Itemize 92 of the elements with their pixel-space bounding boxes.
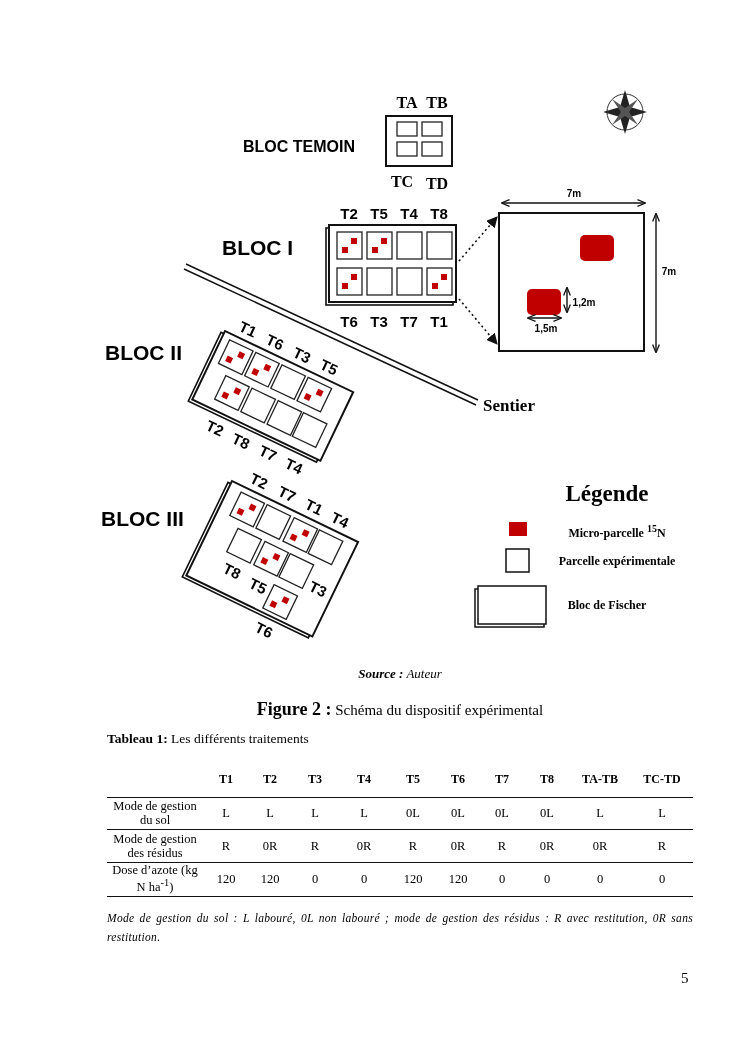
- table-value: 120: [216, 871, 236, 887]
- treatment-label: T2: [247, 470, 270, 492]
- legend-label: Micro-parcelle $^{15}$N: [568, 523, 666, 541]
- column-header: T5: [406, 773, 420, 787]
- treatment-label: T2: [204, 417, 227, 439]
- table-value: 0R: [356, 838, 372, 854]
- legend-title: Légende: [565, 481, 649, 508]
- column-header: T3: [308, 773, 322, 787]
- table-value: 120: [403, 871, 423, 887]
- block-title: BLOC I: [222, 237, 294, 258]
- source-note: Source : Auteur: [358, 667, 442, 682]
- column-header: T4: [357, 773, 371, 787]
- treatment-label: T1: [302, 496, 325, 518]
- treatment-label: T3: [291, 344, 314, 366]
- row-header: Mode de gestion des résidus: [112, 831, 198, 861]
- legend-label: Bloc de Fischer: [567, 598, 647, 613]
- row-header: Mode de gestion du sol: [112, 798, 198, 828]
- table-value: R: [408, 838, 418, 854]
- table-value: L: [360, 805, 368, 821]
- treatment-label: T7: [275, 483, 298, 505]
- column-header: TA-TB: [582, 773, 618, 787]
- treatment-label: T2: [340, 205, 358, 221]
- table-value: 0: [311, 871, 319, 887]
- treatment-label: TB: [426, 95, 448, 111]
- block-title: BLOC TEMOIN: [243, 139, 355, 155]
- table-footnote: Mode de gestion du sol : L labouré, 0L non labouré ; mode de gestion des résidus : R avec restitution, 0R sans restitution.: [107, 911, 693, 945]
- dimension-label: 7m: [566, 188, 582, 200]
- table-value: 0: [543, 871, 551, 887]
- column-header: T2: [263, 773, 277, 787]
- treatment-label: T4: [282, 455, 305, 477]
- table-title: Tableau 1: Les différents traitements: [107, 731, 309, 747]
- column-header: T1: [219, 773, 233, 787]
- table-value: R: [221, 838, 231, 854]
- treatment-label: T8: [430, 205, 448, 221]
- figure-caption: Figure 2 : Schéma du dispositif expérimental: [256, 699, 544, 720]
- block-title: BLOC II: [105, 342, 182, 363]
- table-value: 0R: [592, 838, 608, 854]
- table-value: 0R: [450, 838, 466, 854]
- treatment-label: TD: [425, 176, 449, 192]
- table-value: 0: [498, 871, 506, 887]
- dimension-label: 7m: [661, 266, 677, 278]
- dimension-label: 1,5m: [534, 323, 558, 335]
- table-value: 0R: [539, 838, 555, 854]
- table-value: R: [497, 838, 507, 854]
- row-header: Dose d’azote (kg N ha$^{-1}$): [111, 863, 199, 895]
- table-value: 0L: [406, 805, 420, 821]
- column-header: T8: [540, 773, 554, 787]
- table-value: L: [311, 805, 319, 821]
- table-value: R: [657, 838, 667, 854]
- treatment-label: T1: [237, 318, 260, 340]
- column-header: TC-TD: [643, 773, 681, 787]
- legend-label: Parcelle expérimentale: [558, 554, 676, 569]
- dotted-arrow: [458, 216, 498, 262]
- treatment-label: T6: [340, 313, 358, 329]
- table-value: 0L: [495, 805, 509, 821]
- column-header: T6: [451, 773, 465, 787]
- treatment-label: T6: [253, 619, 276, 641]
- page-number: 5: [681, 970, 689, 988]
- treatment-label: TA: [396, 95, 418, 111]
- treatment-label: TC: [390, 174, 414, 190]
- treatment-label: T6: [264, 331, 287, 353]
- treatment-label: T7: [256, 442, 279, 464]
- treatment-label: T4: [400, 205, 418, 221]
- treatment-label: T4: [328, 509, 351, 531]
- treatment-label: T3: [307, 578, 330, 600]
- table-value: 0R: [262, 838, 278, 854]
- table-value: L: [658, 805, 666, 821]
- table-value: 0L: [451, 805, 465, 821]
- treatment-label: T5: [317, 356, 340, 378]
- zoomed-plot-box: [498, 212, 645, 352]
- dotted-arrow: [458, 298, 498, 345]
- table-value: L: [266, 805, 274, 821]
- table-value: 0: [360, 871, 368, 887]
- table-value: 120: [448, 871, 468, 887]
- table-value: L: [596, 805, 604, 821]
- table-value: 120: [260, 871, 280, 887]
- dimension-label: 1,2m: [572, 297, 596, 309]
- treatment-label: T1: [430, 313, 448, 329]
- treatment-label: T8: [220, 560, 243, 582]
- treatment-label: T3: [370, 313, 388, 329]
- table-value: R: [310, 838, 320, 854]
- table-value: 0L: [540, 805, 554, 821]
- block-title: BLOC III: [101, 508, 184, 529]
- treatment-label: T5: [370, 205, 388, 221]
- treatment-label: T7: [400, 313, 418, 329]
- column-header: T7: [495, 773, 509, 787]
- table-value: 0: [596, 871, 604, 887]
- table-value: 0: [658, 871, 666, 887]
- treatment-label: T5: [246, 575, 270, 597]
- path-label: Sentier: [483, 396, 535, 416]
- treatment-label: T8: [230, 430, 253, 452]
- table-value: L: [222, 805, 230, 821]
